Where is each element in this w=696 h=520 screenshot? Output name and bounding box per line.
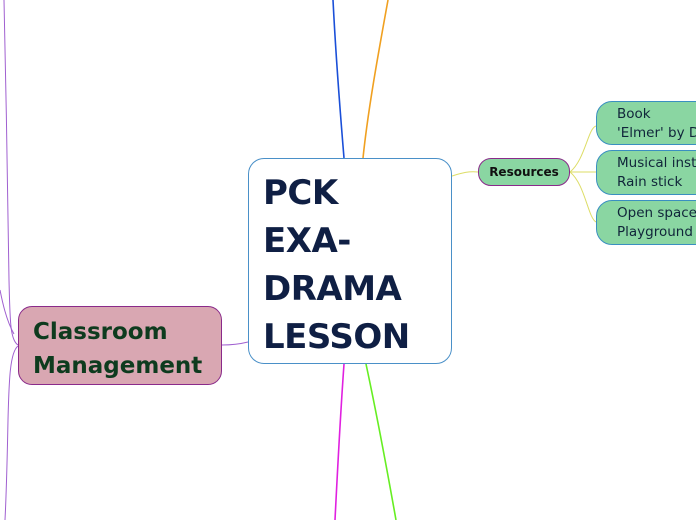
branch-classroom [221, 341, 249, 346]
subtopic-open-space[interactable]: Open space- Playground [596, 200, 696, 245]
branch-resources [451, 171, 479, 177]
topic-classroom-management[interactable]: Classroom Management [18, 306, 222, 385]
branch-orange [362, 0, 389, 159]
branch-resource-1 [569, 125, 597, 173]
topic-classroom-management-label: Classroom Management [33, 319, 203, 379]
central-topic[interactable]: PCK EXA- DRAMA LESSON [248, 158, 452, 364]
branch-resource-3 [569, 171, 597, 223]
subtopic-open-space-text: Open space- Playground [617, 205, 696, 240]
subtopic-musical-instrument[interactable]: Musical inst Rain stick [596, 150, 696, 195]
branch-classroom-up [3, 0, 19, 346]
branch-blue [332, 0, 345, 159]
branch-classroom-down [4, 345, 19, 520]
branch-green [365, 363, 397, 520]
central-topic-title: PCK EXA- DRAMA LESSON [263, 173, 410, 357]
subtopic-musical-instrument-text: Musical inst Rain stick [617, 155, 696, 190]
branch-magenta [334, 363, 345, 520]
subtopic-book-text: Book 'Elmer' by Da [617, 106, 696, 141]
subtopic-book[interactable]: Book 'Elmer' by Da [596, 101, 696, 145]
branch-classroom-stub [0, 289, 15, 335]
topic-resources[interactable]: Resources [478, 158, 570, 186]
topic-resources-label: Resources [489, 165, 559, 179]
